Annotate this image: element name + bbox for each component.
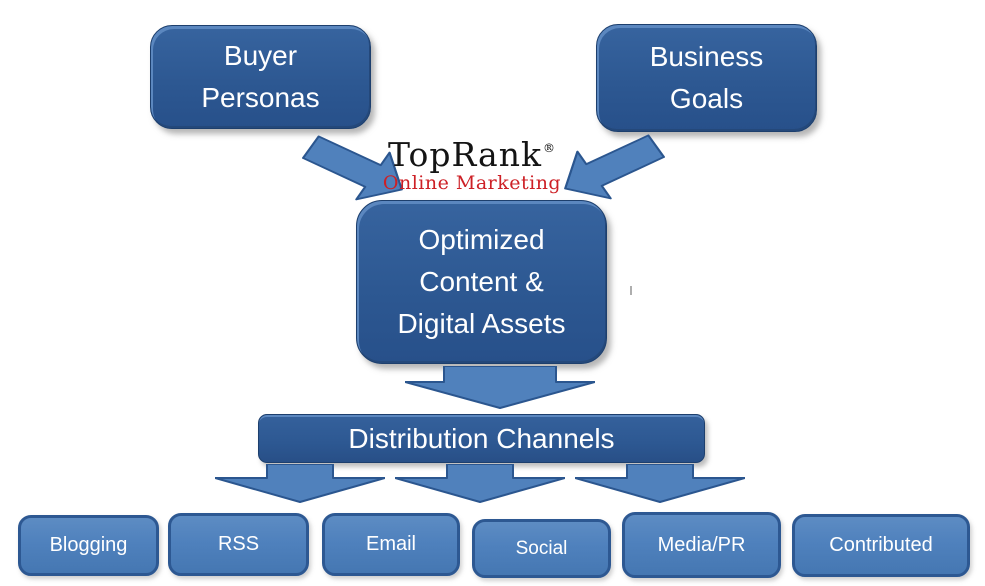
- block-arrow-down-right-fan-icon: [575, 464, 745, 504]
- bent-arrow-down-right-icon: [302, 131, 404, 203]
- channel-label-blogging: Blogging: [49, 534, 128, 556]
- channel-label-contributed: Contributed: [829, 534, 933, 556]
- buyer-personas-box: Buyer Personas: [150, 25, 371, 129]
- toprank-logo-brand: TopRank®: [382, 131, 562, 172]
- business-goals-box: Business Goals: [596, 24, 817, 132]
- buyer-personas-label-line1: Buyer: [223, 40, 298, 71]
- channel-label-rss: RSS: [217, 533, 260, 555]
- distribution-channels-label: Distribution Channels: [348, 422, 615, 454]
- optimized-content-label-line2: Content &: [419, 266, 544, 297]
- channel-box-social: Social: [472, 519, 611, 578]
- channel-box-rss: RSS: [168, 513, 309, 576]
- block-arrow-down-left-fan-icon: [215, 464, 385, 504]
- optimized-content-label-line1: Optimized: [418, 224, 545, 255]
- stray-tick-mark: [630, 286, 632, 295]
- channel-label-social: Social: [515, 537, 568, 559]
- channel-box-email: Email: [322, 513, 460, 576]
- buyer-personas-label-line2: Personas: [201, 82, 320, 113]
- toprank-logo-brand-text: TopRank: [388, 135, 542, 174]
- toprank-logo: TopRank® Online Marketing: [382, 131, 562, 194]
- optimized-content-label-line3: Digital Assets: [397, 308, 566, 339]
- toprank-logo-tagline: Online Marketing: [382, 172, 562, 194]
- registered-trademark-icon: ®: [542, 141, 556, 155]
- business-goals-label-line2: Goals: [669, 83, 744, 114]
- distribution-channels-bar: Distribution Channels: [258, 414, 705, 463]
- bent-arrow-down-left-icon: [563, 130, 665, 202]
- block-arrow-down-icon: [405, 366, 595, 410]
- channel-label-media-pr: Media/PR: [657, 533, 746, 556]
- channel-label-email: Email: [365, 533, 416, 555]
- optimized-content-box: Optimized Content & Digital Assets: [356, 200, 607, 364]
- channel-box-media-pr: Media/PR: [622, 512, 781, 578]
- channel-box-contributed: Contributed: [792, 514, 970, 577]
- block-arrow-down-center-fan-icon: [395, 464, 565, 504]
- business-goals-label-line1: Business: [649, 41, 764, 72]
- channel-box-blogging: Blogging: [18, 515, 159, 576]
